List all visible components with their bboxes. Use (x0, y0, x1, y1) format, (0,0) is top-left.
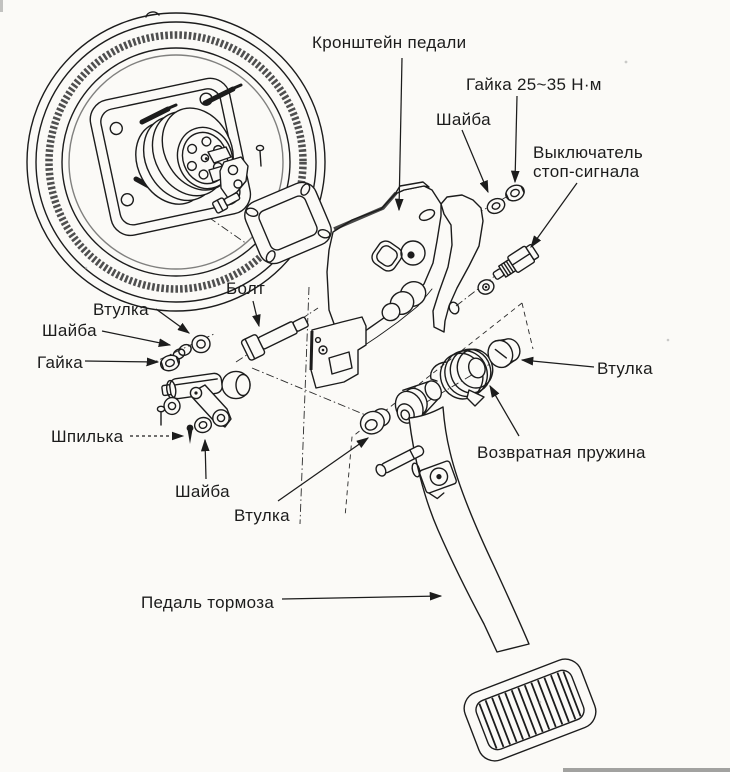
bushing-right-drawing (487, 338, 521, 369)
brake-pedal-drawing (375, 406, 597, 762)
pushrod-pin-drawing (375, 445, 425, 477)
washer-top-drawing (486, 197, 506, 215)
label-switch-line1: Выключатель (533, 143, 643, 162)
stud-pin-drawing (186, 424, 194, 444)
label-brake-pedal: Педаль тормоза (141, 593, 274, 612)
small-bolt-drawing (212, 192, 241, 214)
pedal-bracket-drawing (309, 181, 484, 389)
stoplight-switch-drawing (477, 184, 540, 295)
label-washer-left: Шайба (42, 321, 97, 340)
switch-body (492, 243, 540, 280)
switch-nut-drawing (477, 279, 495, 295)
nut-torque-drawing (505, 184, 525, 202)
bushing-bottom-drawing (359, 408, 391, 435)
label-pedal-bracket: Кронштейн педали (312, 33, 466, 52)
booster-clevis (207, 144, 265, 199)
label-bushing-right: Втулка (597, 359, 653, 378)
label-nut-left: Гайка (37, 353, 83, 372)
bracket-boss (381, 280, 427, 322)
label-washer-bottom: Шайба (175, 482, 230, 501)
pedal-clamp-drawing (419, 460, 457, 500)
bolt-drawing (240, 316, 309, 361)
clevis-assembly-drawing (156, 334, 251, 444)
nut-left-drawing (159, 354, 181, 372)
label-bushing-bottom: Втулка (234, 506, 290, 525)
label-nut-torque: Гайка 25~35 Н·м (466, 75, 602, 94)
label-stud-pin: Шпилька (51, 427, 124, 446)
leader-lines (84, 57, 595, 601)
label-washer-top: Шайба (436, 110, 491, 129)
booster-hub (135, 107, 234, 205)
brake-booster-drawing (26, 11, 326, 312)
gasket-drawing (244, 181, 332, 265)
return-spring-drawing (429, 348, 494, 407)
label-bolt: Болт (226, 279, 265, 298)
pedal-pad-drawing (463, 658, 597, 762)
labels: Кронштейн педали Гайка 25~35 Н·м Шайба В… (37, 33, 653, 612)
label-switch-line2: стоп-сигнала (533, 162, 640, 181)
label-bushing-left: Втулка (93, 300, 149, 319)
label-return-spring: Возвратная пружина (477, 443, 646, 462)
